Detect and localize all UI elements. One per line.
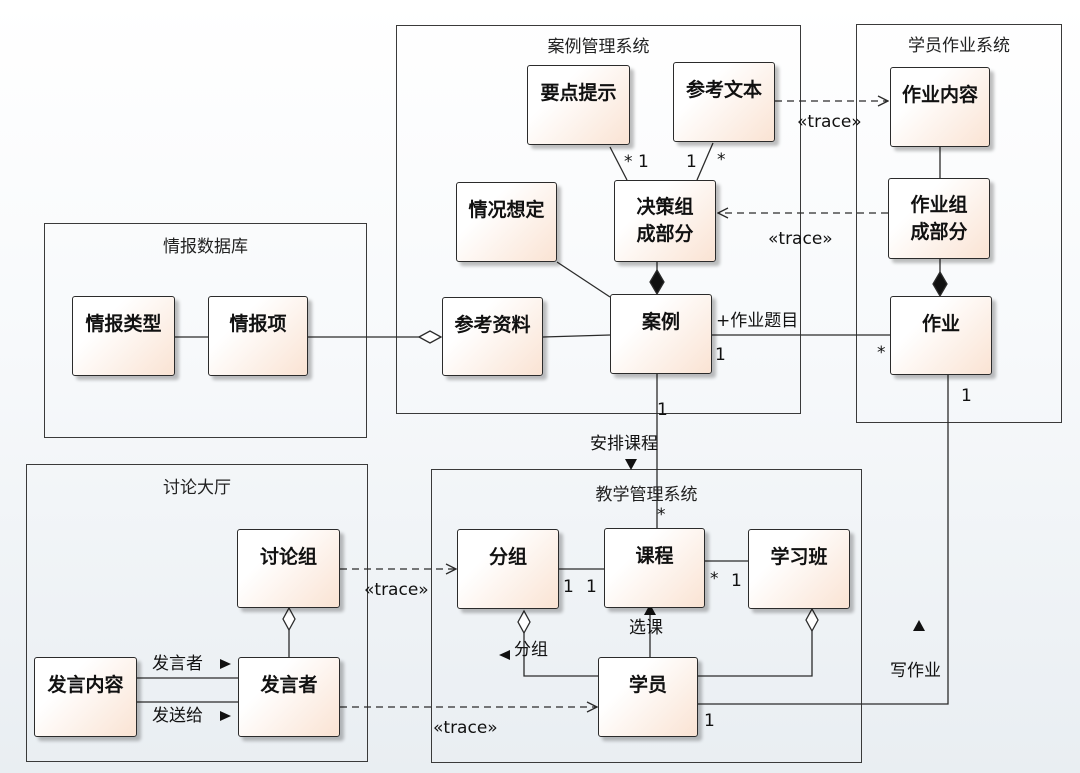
direction-arrow-select-course	[644, 604, 656, 615]
class-scenario[interactable]: 情况想定	[456, 182, 557, 262]
class-student[interactable]: 学员	[598, 657, 698, 737]
trace-label-hw-part: «trace»	[768, 229, 833, 249]
multiplicity-one: 1	[586, 577, 597, 597]
package-title: 情报数据库	[163, 237, 248, 257]
class-ref-material[interactable]: 参考资料	[442, 297, 543, 376]
multiplicity-one: 1	[657, 400, 668, 420]
multiplicity-one: 1	[686, 152, 697, 172]
multiplicity-many: *	[710, 569, 719, 589]
class-course[interactable]: 课程	[604, 528, 705, 608]
class-grouping[interactable]: 分组	[457, 529, 559, 609]
package-case-mgmt: 案例管理系统	[396, 25, 801, 414]
assoc-student-grouping	[523, 633, 598, 677]
class-homework[interactable]: 作业	[890, 296, 992, 375]
composition-diamond-case	[649, 268, 665, 296]
package-intel-db: 情报数据库	[44, 223, 367, 438]
assoc-label-arrange-course: 安排课程	[590, 434, 658, 454]
assoc-ref-material-case	[542, 334, 611, 338]
multiplicity-one: 1	[563, 577, 574, 597]
direction-arrow-speaker	[220, 659, 231, 669]
class-hw-content[interactable]: 作业内容	[890, 67, 990, 147]
direction-arrow-write-hw	[913, 620, 925, 631]
assoc-label-select-course: 选课	[629, 618, 663, 638]
class-ref-text[interactable]: 参考文本	[673, 62, 775, 142]
assoc-scenario-case	[556, 261, 611, 298]
assoc-label-grouping: 分组	[514, 640, 548, 660]
multiplicity-many: *	[877, 343, 886, 363]
trace-label-discussion: «trace»	[364, 580, 429, 600]
assoc-ref-text-decision	[696, 142, 714, 181]
package-discussion: 讨论大厅	[26, 464, 368, 762]
assoc-label-write-hw: 写作业	[890, 661, 941, 681]
assoc-student-class	[698, 631, 813, 677]
class-discussion-group[interactable]: 讨论组	[237, 529, 340, 608]
class-intel-type[interactable]: 情报类型	[72, 296, 175, 376]
multiplicity-one: 1	[704, 711, 715, 731]
trace-label-speaker: «trace»	[433, 718, 498, 738]
class-hw-part[interactable]: 作业组成部分	[888, 178, 990, 259]
package-assignment-sys: 学员作业系统	[856, 24, 1062, 423]
aggregation-diamond-class	[805, 607, 819, 633]
class-intel-item[interactable]: 情报项	[208, 296, 308, 376]
assoc-label-speaker: 发言者	[152, 654, 203, 674]
role-hw-topic: +作业题目	[716, 311, 799, 331]
multiplicity-one: 1	[731, 571, 742, 591]
package-title: 讨论大厅	[163, 478, 231, 498]
class-speaker[interactable]: 发言者	[238, 657, 340, 737]
multiplicity-one: 1	[961, 386, 972, 406]
multiplicity-many: *	[624, 152, 633, 172]
composition-diamond-homework	[932, 270, 948, 298]
multiplicity-many: *	[717, 150, 726, 170]
class-study-class[interactable]: 学习班	[748, 529, 850, 609]
class-key-points[interactable]: 要点提示	[527, 65, 630, 145]
assoc-label-send-to: 发送给	[152, 706, 203, 726]
trace-label-ref-text: «trace»	[797, 112, 862, 132]
class-speech-content[interactable]: 发言内容	[34, 657, 137, 737]
aggregation-diamond-grouping	[517, 609, 531, 635]
assoc-homework-student	[698, 375, 949, 705]
package-teaching-mgmt: 教学管理系统	[431, 469, 862, 763]
package-title: 学员作业系统	[908, 36, 1010, 56]
multiplicity-one: 1	[638, 152, 649, 172]
assoc-key-points-decision	[609, 146, 628, 181]
class-case[interactable]: 案例	[610, 294, 712, 374]
aggregation-diamond-discussion-group	[282, 606, 296, 632]
package-title: 案例管理系统	[547, 37, 650, 57]
direction-arrow-send-to	[220, 711, 231, 721]
direction-arrow-grouping	[499, 650, 510, 660]
aggregation-diamond-ref-material	[417, 330, 443, 344]
multiplicity-one: 1	[715, 345, 726, 365]
class-decision-part[interactable]: 决策组成部分	[614, 180, 716, 262]
direction-arrow-arrange-course	[625, 459, 637, 470]
multiplicity-many: *	[657, 505, 666, 525]
package-title: 教学管理系统	[595, 485, 698, 505]
